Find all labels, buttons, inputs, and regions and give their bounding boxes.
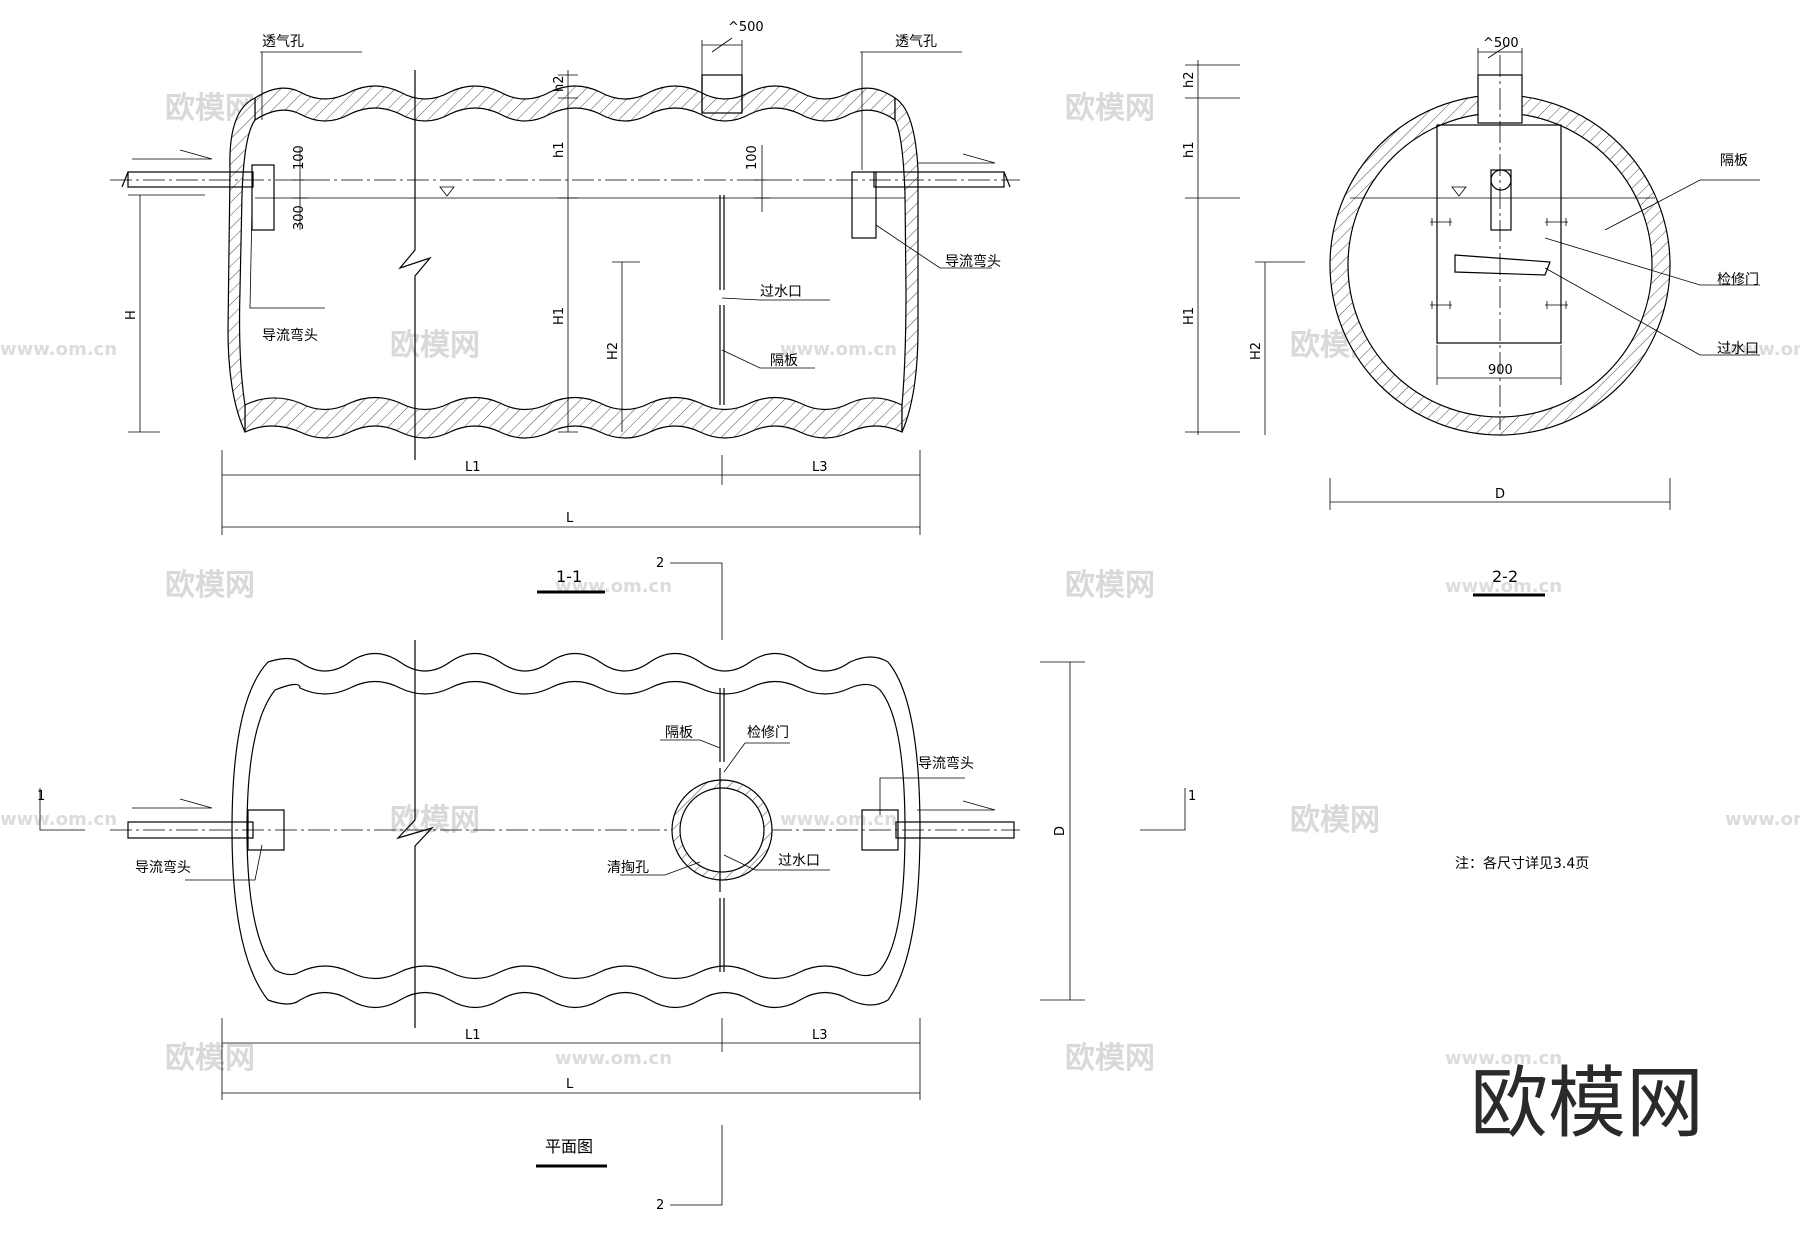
dim-h2: h2 [552, 75, 567, 92]
watermark-url: www.om.cn [780, 809, 897, 830]
outlet-pipe [873, 171, 1005, 188]
dim-100-left: 100 [292, 145, 307, 170]
dim-H2: H2 [606, 342, 621, 360]
plan-inlet-elbow [247, 809, 285, 851]
flow-arrow-out [917, 153, 996, 164]
watermark-text: 欧模网 [165, 568, 255, 603]
cut-mark-2-top: 2 [656, 556, 664, 571]
label-cleanout: 清掏孔 [607, 860, 649, 876]
dim-D-22: D [1495, 487, 1505, 502]
label-elbow-right-plan: 导流弯头 [918, 755, 974, 772]
section-title-2-2: 2-2 [1492, 567, 1518, 586]
cut-mark-1-left: 1 [37, 789, 45, 804]
dim-H1-22: H1 [1182, 307, 1197, 325]
plan-title: 平面图 [545, 1137, 593, 1156]
dim-L1: L1 [465, 460, 481, 475]
watermark-url: www.om.cn [0, 809, 117, 830]
watermark-url: www.om.cn [555, 1048, 672, 1069]
tank-top-wall [254, 85, 896, 122]
dim-L3: L3 [812, 460, 828, 475]
label-elbow-left-plan: 导流弯头 [135, 859, 191, 876]
label-overflow: 过水口 [760, 284, 802, 300]
dim-L1-plan: L1 [465, 1028, 481, 1043]
dim-H1: H1 [552, 307, 567, 325]
tank-left-end [227, 97, 256, 433]
section-1-1: h2 h1 H1 H2 H 100 300 100 ^500 L1 [110, 20, 1020, 594]
plan-outer-shell [231, 652, 921, 1009]
plan-inner-shell [246, 680, 906, 980]
watermark-text: 欧模网 [165, 1041, 255, 1076]
watermark-url: www.om.cn [1445, 1048, 1562, 1069]
section-title-1-1: 1-1 [556, 567, 582, 586]
plan-inlet-pipe [127, 821, 254, 839]
watermark-text: 欧模网 [390, 328, 480, 363]
drawing-note: 注：各尺寸详见3.4页 [1455, 856, 1589, 872]
cut-mark-2-bottom: 2 [656, 1198, 664, 1213]
label-vent-left: 透气孔 [262, 34, 304, 50]
plan-break-line [396, 640, 434, 1028]
watermark-text: 欧模网 [1290, 803, 1380, 838]
dim-H: H [124, 310, 139, 320]
watermark-text: 欧模网 [1065, 1041, 1155, 1076]
cut-mark-1-right: 1 [1188, 789, 1196, 804]
break-line [398, 70, 432, 460]
watermark-url: www.om.cn [1725, 809, 1800, 830]
section-2-2: 900 D ^500 h2 h1 H1 H2 隔板 检修门 过水口 2-2 [1182, 36, 1760, 597]
label-inspection-door-22: 检修门 [1717, 272, 1759, 288]
dim-H2-22: H2 [1249, 342, 1264, 360]
dim-L: L [566, 511, 574, 526]
label-partition: 隔板 [770, 353, 798, 369]
dim-L-plan: L [566, 1077, 574, 1092]
label-elbow-right: 导流弯头 [945, 253, 1001, 270]
plan-view: 1 1 2 2 D L1 L3 L 隔板 检修门 导流弯头 导流弯头 清掏孔 过… [37, 556, 1196, 1213]
label-vent-right: 透气孔 [895, 34, 937, 50]
dim-100-right: 100 [745, 145, 760, 170]
outlet-elbow [851, 171, 877, 239]
watermark-url: www.om.cn [0, 339, 117, 360]
watermark-text: 欧模网 [1065, 91, 1155, 126]
dim-manhole-500-22: ^500 [1483, 36, 1519, 51]
label-partition-plan: 隔板 [665, 725, 693, 741]
label-overflow-22: 过水口 [1717, 341, 1759, 357]
plan-cleanout-inner [679, 787, 765, 873]
partition-frame [1436, 124, 1562, 344]
label-inspection-door-plan: 检修门 [747, 725, 789, 741]
label-overflow-plan: 过水口 [778, 853, 820, 869]
dim-L3-plan: L3 [812, 1028, 828, 1043]
dim-h2-22: h2 [1182, 71, 1197, 88]
inlet-elbow [251, 164, 275, 231]
inlet-pipe [127, 171, 254, 188]
dim-D-plan: D [1053, 826, 1068, 836]
water-level-symbol [439, 186, 455, 197]
overflow-slot [1454, 254, 1551, 276]
dim-manhole-500: ^500 [728, 20, 764, 35]
watermark-text: 欧模网 [1065, 568, 1155, 603]
dim-300: 300 [292, 205, 307, 230]
watermark-text: 欧模网 [390, 803, 480, 838]
label-partition-22: 隔板 [1720, 153, 1748, 169]
dim-900: 900 [1488, 363, 1513, 378]
plan-outlet-pipe [895, 821, 1015, 839]
label-elbow-left: 导流弯头 [262, 327, 318, 344]
dim-h1-22: h1 [1182, 141, 1197, 158]
dim-h1: h1 [552, 141, 567, 158]
watermark-url: www.om.cn [1445, 576, 1562, 597]
brand-logo: 欧模网 [1470, 1059, 1704, 1149]
watermark-url: www.om.cn [780, 339, 897, 360]
tank-right-end [894, 96, 919, 433]
flow-arrow-in [132, 149, 213, 160]
